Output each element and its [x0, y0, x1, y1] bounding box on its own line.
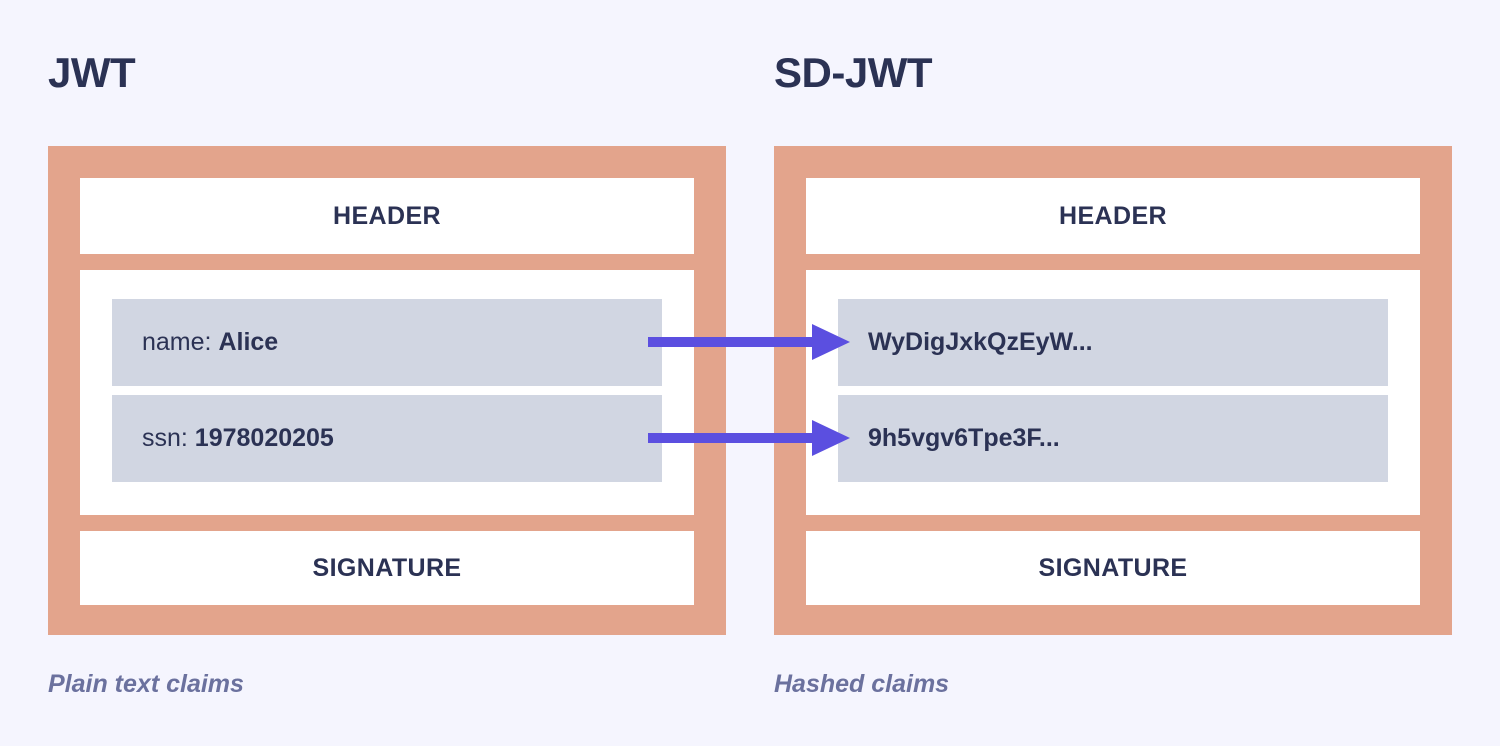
jwt-claim-name-key: name: [142, 328, 219, 356]
jwt-token-card: HEADER name: Alice ssn: 1978020205 SIGNA… [48, 146, 726, 635]
sdjwt-claim-hash-2: 9h5vgv6Tpe3F... [838, 395, 1388, 482]
jwt-column-title: JWT [48, 49, 136, 96]
sdjwt-column-title: SD-JWT [774, 49, 933, 96]
sdjwt-claim-hash-1: WyDigJxkQzEyW... [838, 299, 1388, 386]
jwt-claim-name-text: name: Alice [142, 330, 278, 355]
jwt-claim-name-value: Alice [218, 328, 279, 356]
jwt-claim-name: name: Alice [112, 299, 662, 386]
sdjwt-caption: Hashed claims [774, 670, 950, 698]
sdjwt-header-panel: HEADER [806, 178, 1420, 254]
sdjwt-signature-panel: SIGNATURE [806, 531, 1420, 605]
jwt-claim-ssn-text: ssn: 1978020205 [142, 426, 334, 451]
sdjwt-token-card: HEADER WyDigJxkQzEyW... 9h5vgv6Tpe3F... … [774, 146, 1452, 635]
sdjwt-signature-label: SIGNATURE [1038, 553, 1188, 582]
jwt-caption: Plain text claims [48, 670, 244, 698]
sdjwt-claims-panel: WyDigJxkQzEyW... 9h5vgv6Tpe3F... [806, 270, 1420, 515]
jwt-claim-ssn-key: ssn: [142, 424, 195, 452]
sdjwt-claim-hash-1-text: WyDigJxkQzEyW... [868, 328, 1093, 356]
sdjwt-claim-hash-2-text: 9h5vgv6Tpe3F... [868, 424, 1060, 452]
jwt-claim-ssn: ssn: 1978020205 [112, 395, 662, 482]
jwt-signature-label: SIGNATURE [312, 553, 462, 582]
jwt-signature-panel: SIGNATURE [80, 531, 694, 605]
jwt-claim-ssn-value: 1978020205 [194, 424, 334, 452]
jwt-header-label: HEADER [333, 201, 441, 230]
jwt-header-panel: HEADER [80, 178, 694, 254]
jwt-claims-panel: name: Alice ssn: 1978020205 [80, 270, 694, 515]
sdjwt-header-label: HEADER [1059, 201, 1167, 230]
